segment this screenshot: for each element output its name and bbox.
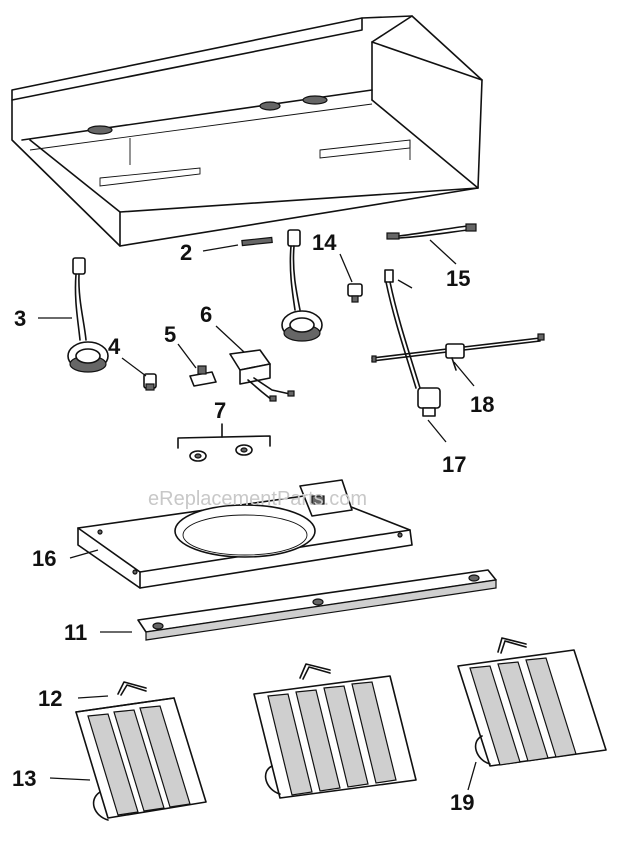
label-part-13: 13 <box>12 766 36 791</box>
part-16-mounting-plate <box>77 479 413 589</box>
part-15-wire-harness <box>386 223 477 240</box>
label-part-15: 15 <box>446 266 470 291</box>
part-5-switch <box>189 365 217 387</box>
label-part-14: 14 <box>312 230 337 255</box>
part-11-light-rail <box>137 569 497 641</box>
label-part-19: 19 <box>450 790 474 815</box>
part-18-cable <box>371 333 545 371</box>
label-part-11: 11 <box>64 620 87 645</box>
part-3-lamp-socket <box>67 257 109 373</box>
part-13-pull-clip <box>92 791 109 821</box>
label-part-5: 5 <box>164 322 176 347</box>
part-12-handle <box>117 681 147 696</box>
handle-center <box>299 663 331 680</box>
center-lamp-socket <box>281 229 323 342</box>
part-7-nuts <box>177 423 271 462</box>
handle-right <box>497 637 527 654</box>
part-2-bracket <box>241 236 273 247</box>
part-4-clip <box>143 373 157 391</box>
part-19-pull-clip <box>474 735 491 765</box>
leader-lines <box>38 239 477 791</box>
label-part-16: 16 <box>32 546 56 571</box>
center-pull-clip <box>264 765 281 795</box>
label-part-17: 17 <box>442 452 466 477</box>
label-part-2: 2 <box>180 240 192 265</box>
filter-right <box>457 649 607 767</box>
label-part-12: 12 <box>38 686 62 711</box>
label-part-3: 3 <box>14 306 26 331</box>
part-17-power-cord <box>384 269 441 417</box>
filter-center <box>253 675 417 799</box>
label-part-6: 6 <box>200 302 212 327</box>
range-hood-body <box>11 15 483 247</box>
part-14-connector <box>347 283 363 303</box>
watermark: eReplacementParts.com <box>148 488 367 510</box>
filter-left <box>75 697 207 819</box>
label-part-18: 18 <box>470 392 494 417</box>
label-part-4: 4 <box>108 334 121 359</box>
part-6-junction-box <box>229 349 295 402</box>
label-part-7: 7 <box>214 398 226 423</box>
